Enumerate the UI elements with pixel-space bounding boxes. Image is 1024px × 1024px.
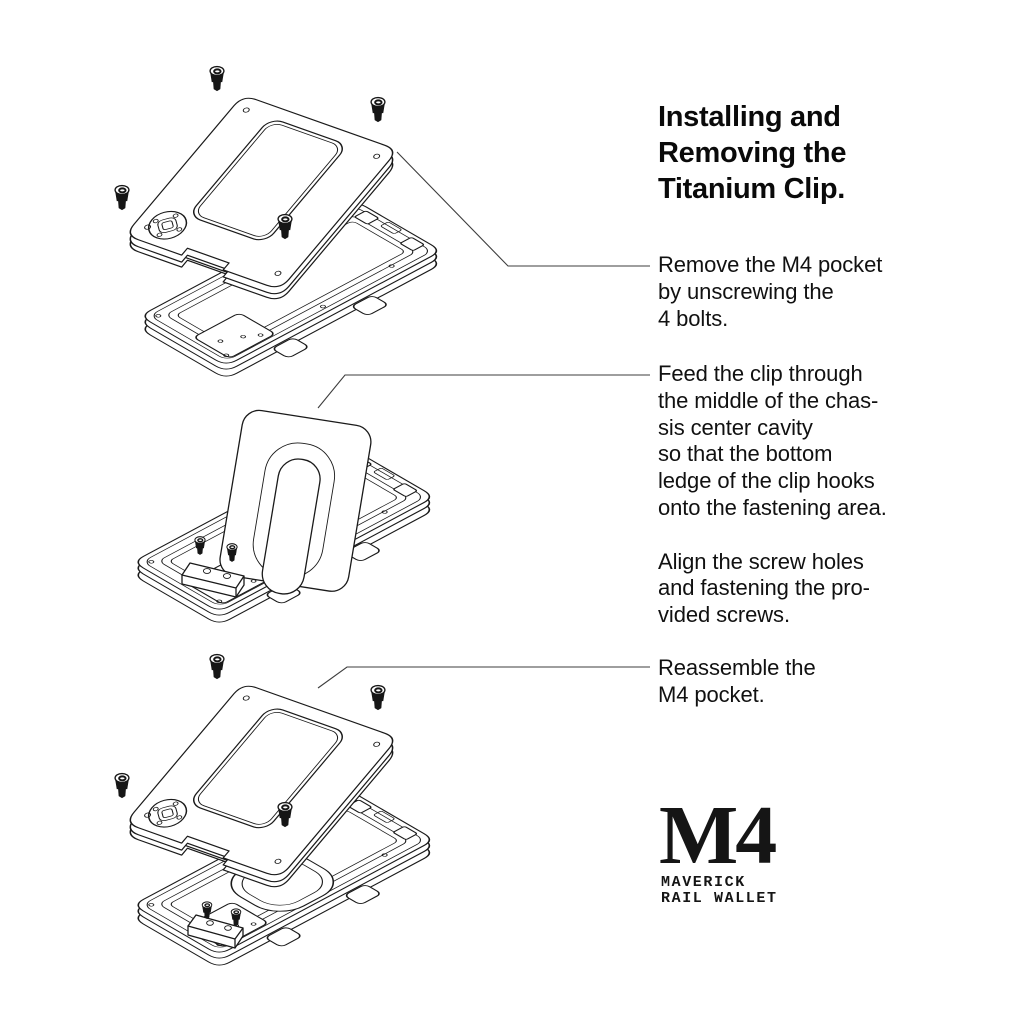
page-title: Installing and Removing the Titanium Cli… [658,101,847,205]
leader-line-remove [396,151,650,267]
diagram-feed-clip [132,409,447,633]
leader-line-feed [317,374,650,409]
titanium-clip-icon [219,409,372,595]
instruction-reassemble: Reassemble the M4 pocket. [658,655,816,707]
leader-lines [317,151,650,689]
instruction-feed-clip: Feed the clip through the middle of the … [658,361,887,628]
instruction-remove-pocket: Remove the M4 pocket by unscrewing the 4… [658,252,883,331]
fastening-block [181,562,245,598]
fastening-block [187,914,244,949]
diagram-reassemble [114,653,447,976]
leader-line-reassemble [317,666,650,689]
diagram-remove-pocket [114,65,454,387]
brand-wordmark: M4 [659,789,777,882]
brand-subtitle: MAVERICK RAIL WALLET [661,874,778,907]
